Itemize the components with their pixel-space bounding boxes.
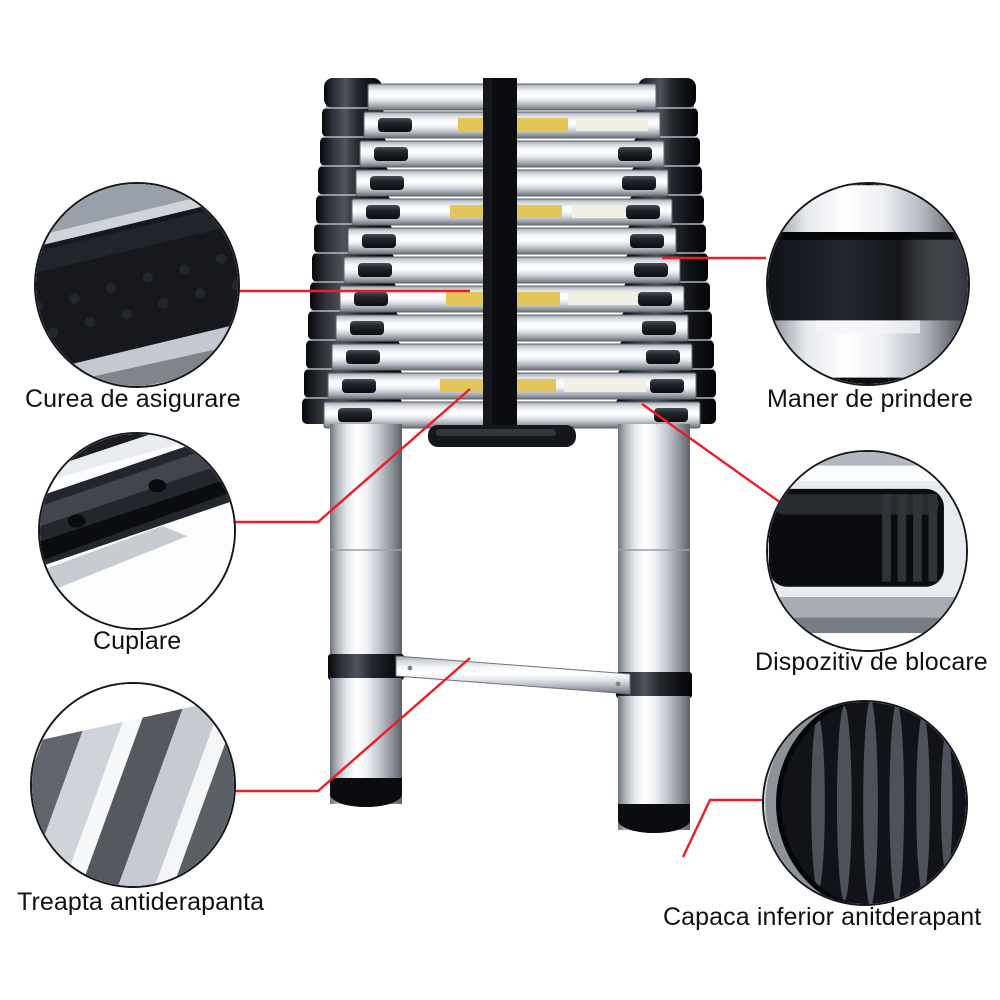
locking-device-macro-image [768,452,966,650]
callout-label-coupling: Cuplare [93,627,182,655]
strap-macro-image [36,184,238,386]
leader-anti-slip-step [232,657,471,793]
callout-label-bottom-cap: Capaca inferior anitderapant [663,903,982,931]
right-leg [616,424,692,833]
leader-bottom-cap [681,798,762,858]
callout-label-safety-strap: Curea de asigurare [25,385,241,413]
product-image-telescopic-ladder [300,60,720,880]
callout-coupling [38,432,236,630]
callout-bottom-cap [762,700,968,906]
left-leg [328,424,404,807]
callout-anti-slip-step [30,682,236,888]
callout-label-grip-handle: Maner de prindere [767,385,973,413]
callout-grip-handle [766,182,970,386]
bottom-brace [395,655,631,695]
ladder-svg [302,78,716,833]
callout-locking-device [766,450,968,652]
coupling-macro-image [40,434,234,628]
carry-handle [428,425,576,447]
callout-label-anti-slip-step: Treapta antiderapanta [17,888,265,916]
bottom-cap-macro-image [764,702,966,904]
callout-safety-strap [34,182,240,388]
grip-handle-macro-image [768,184,968,384]
callout-label-locking-device: Dispozitiv de blocare [755,648,988,676]
anti-slip-step-macro-image [32,684,234,886]
